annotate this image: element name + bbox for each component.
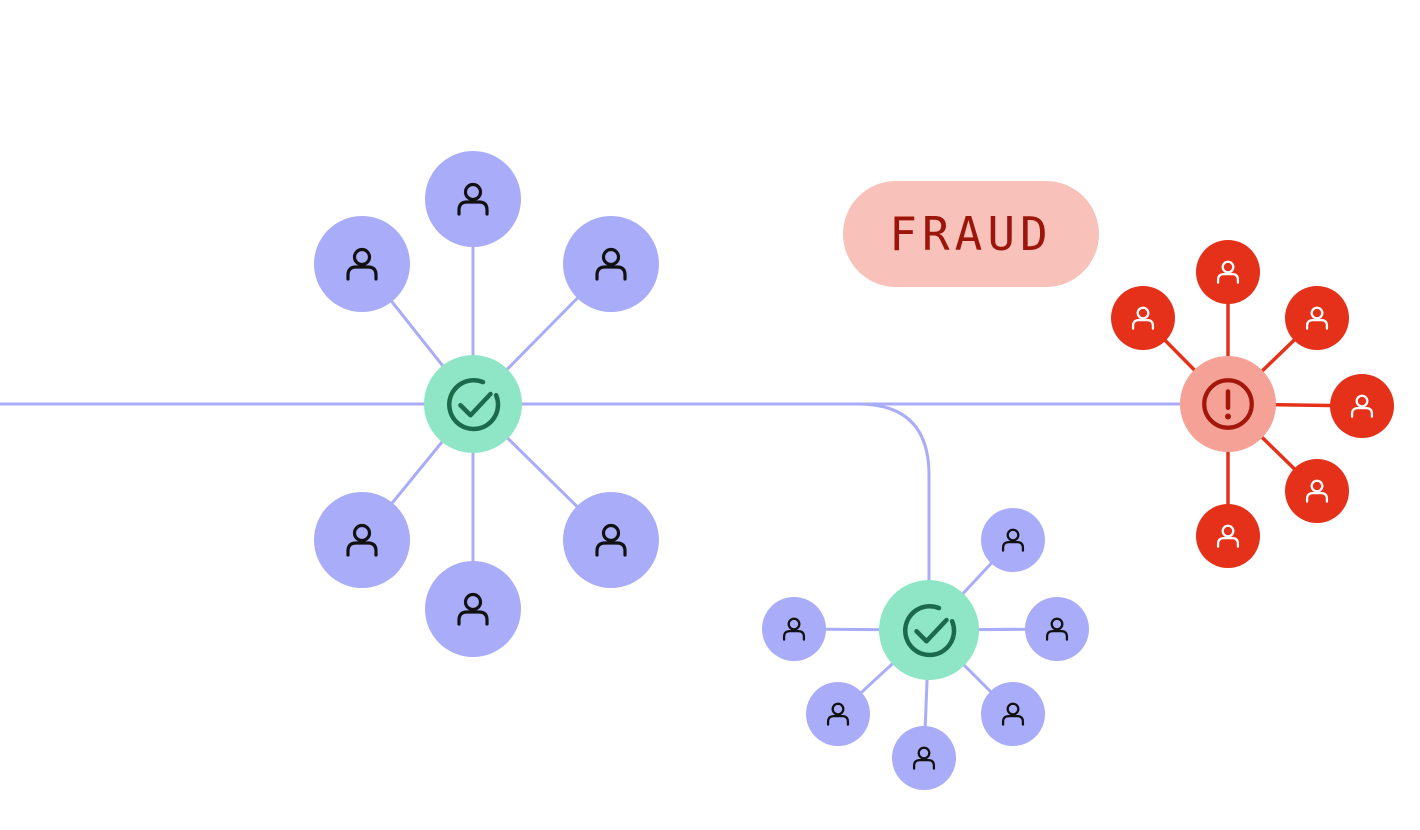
verified-cluster-small-member <box>981 508 1045 572</box>
verified-cluster-large-hub <box>424 355 522 453</box>
verified-cluster-small-member <box>762 597 826 661</box>
fraud-cluster-member <box>1196 240 1260 304</box>
fraud-cluster-member <box>1196 504 1260 568</box>
verified-cluster-large-member <box>425 561 521 657</box>
connection-lines <box>0 199 1363 759</box>
network-nodes <box>314 151 1394 790</box>
verified-cluster-large-member <box>314 216 410 312</box>
fraud-badge-background <box>843 181 1099 287</box>
fraud-cluster-member <box>1330 374 1394 438</box>
verified-cluster-small-member <box>981 682 1045 746</box>
fraud-cluster-member <box>1285 286 1349 350</box>
verified-cluster-large-member <box>425 151 521 247</box>
verified-cluster-large-member <box>314 492 410 588</box>
fraud-badge-label: FRAUD <box>889 207 1052 261</box>
fraud-cluster-member <box>1285 459 1349 523</box>
verified-cluster-small-hub <box>879 580 979 680</box>
verified-cluster-small-member <box>806 682 870 746</box>
verified-cluster-small-member <box>892 726 956 790</box>
fraud-cluster-member <box>1111 286 1175 350</box>
verified-cluster-large-hub-circle <box>424 355 522 453</box>
verified-cluster-small-hub-circle <box>879 580 979 680</box>
fraud-cluster-hub <box>1180 356 1276 452</box>
fraud-badge: FRAUD <box>843 181 1099 287</box>
verified-cluster-large-member <box>563 492 659 588</box>
verified-cluster-large-member <box>563 216 659 312</box>
verified-cluster-small-member <box>1025 597 1089 661</box>
branch-line <box>857 402 931 585</box>
